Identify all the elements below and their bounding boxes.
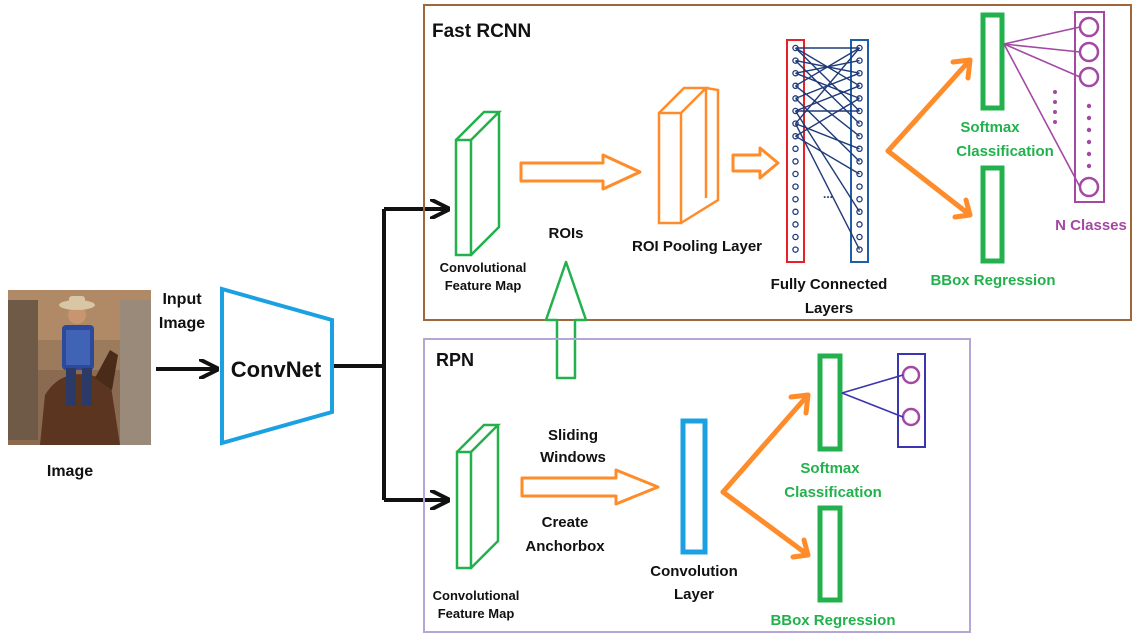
fc-connection-line <box>795 135 860 175</box>
n-classes-label: N Classes <box>1055 217 1127 234</box>
image-caption: Image <box>47 463 93 480</box>
fc-left-node <box>792 221 799 228</box>
convnet-shape <box>220 286 334 446</box>
input-photo <box>8 290 151 445</box>
fc-left-node <box>792 246 799 253</box>
fc-connection-line <box>794 47 861 125</box>
rpn-softmax-bar <box>817 353 843 452</box>
n-classes-dots <box>1053 90 1092 169</box>
rpn-title: RPN <box>436 350 474 370</box>
rpn-softmax-line2: Classification <box>784 484 882 501</box>
rpn-convolution-layer <box>680 418 708 555</box>
fc-left-node <box>792 145 799 153</box>
rpn-output-column <box>897 353 926 448</box>
fast-rcnn-title: Fast RCNN <box>432 21 531 42</box>
n-classes-connections <box>1003 26 1081 188</box>
rois-label: ROIs <box>548 225 583 242</box>
rpn-fork-arrows <box>720 392 811 560</box>
rpn-conv-label-line2: Layer <box>674 586 714 603</box>
input-label-line2: Image <box>159 315 205 332</box>
rpn-bbox-bar <box>817 505 843 603</box>
fc-connection-line <box>795 97 860 137</box>
fc-left-column <box>786 39 805 263</box>
fc-connection-line <box>795 97 860 162</box>
rpn-panel <box>423 338 971 633</box>
fc-left-node <box>792 208 799 216</box>
fc-ellipsis: ... <box>823 187 833 201</box>
roi-flow-arrow <box>519 153 642 191</box>
fast-rcnn-feature-map-line2: Feature Map <box>445 278 522 293</box>
roi-pooling-layer <box>657 86 720 225</box>
fc-connection-line <box>795 60 860 125</box>
fc-label-line1: Fully Connected <box>771 276 888 293</box>
fc-right-node <box>856 233 863 241</box>
rpn-softmax-line1: Softmax <box>800 460 860 477</box>
fc-connection-line <box>795 85 860 112</box>
sliding-windows-line2: Windows <box>540 449 606 466</box>
create-anchorbox-line2: Anchorbox <box>525 538 605 555</box>
fc-connection-line <box>795 47 860 87</box>
fc-left-node <box>792 170 799 178</box>
fast-rcnn-softmax-line1: Softmax <box>960 119 1020 136</box>
rpn-output-circles <box>901 365 921 427</box>
fc-right-node <box>856 195 863 203</box>
fc-left-node <box>792 195 799 203</box>
fc-right-node <box>856 221 863 228</box>
input-label-line1: Input <box>162 291 202 308</box>
fast-rcnn-feature-map-line1: Convolutional <box>440 260 527 275</box>
fast-rcnn-softmax-line2: Classification <box>956 143 1054 160</box>
n-classes-column <box>1074 11 1105 203</box>
fast-rcnn-fork-arrows <box>885 57 973 220</box>
fast-rcnn-softmax-bar <box>980 12 1005 111</box>
fc-right-column <box>850 39 869 263</box>
fc-left-nodes <box>792 44 799 253</box>
fc-connection-line <box>795 47 860 112</box>
create-anchorbox-line1: Create <box>542 514 589 531</box>
fast-rcnn-panel <box>423 4 1132 321</box>
fc-connection-line <box>794 123 861 250</box>
sliding-windows-line1: Sliding <box>548 427 598 444</box>
convnet-label: ConvNet <box>231 357 322 382</box>
fast-rcnn-bbox-bar <box>980 165 1005 264</box>
branch-connector <box>334 209 446 500</box>
rpn-bbox-label: BBox Regression <box>770 612 895 629</box>
sliding-flow-arrow <box>520 468 660 506</box>
fc-left-node <box>792 233 799 241</box>
fast-rcnn-bbox-label: BBox Regression <box>930 272 1055 289</box>
fc-right-node <box>856 183 863 190</box>
fc-connections <box>794 47 861 250</box>
rpn-feature-map-line2: Feature Map <box>438 606 515 621</box>
fc-left-node <box>792 183 799 190</box>
fc-label-line2: Layers <box>805 300 853 317</box>
rpn-feature-map <box>455 423 502 570</box>
fc-flow-arrow <box>731 146 780 180</box>
rpn-feature-map-line1: Convolutional <box>433 588 520 603</box>
rpn-output-connections <box>841 374 904 418</box>
rpn-conv-label-line1: Convolution <box>650 563 737 580</box>
rpn-to-rois-arrow <box>544 260 588 380</box>
fc-left-node <box>792 158 799 165</box>
roi-pooling-label: ROI Pooling Layer <box>632 238 762 255</box>
fc-connection-line <box>795 122 860 150</box>
fast-rcnn-feature-map <box>454 110 503 257</box>
